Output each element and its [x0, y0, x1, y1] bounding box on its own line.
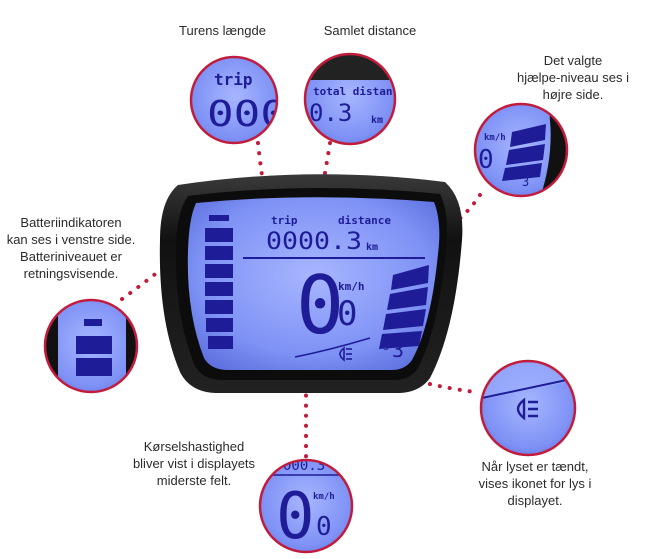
lcd-assist-level: 3	[392, 338, 404, 362]
zoom-assist-unit: km/h	[484, 133, 506, 143]
callout-battery-line-2: kan ses i venstre side.	[6, 232, 136, 247]
callout-battery: Batteriindikatoren kan ses i venstre sid…	[0, 214, 142, 282]
lcd-speed-decimal: 0	[337, 294, 357, 334]
lcd-odometer: 0000.3	[266, 227, 362, 255]
zoom-speed-unit: km/h	[313, 492, 335, 502]
callout-assist-line-1: Det valgte	[543, 53, 603, 68]
assist-bar	[387, 287, 428, 310]
callout-speed: Kørselshastighed bliver vist i displayet…	[118, 438, 270, 489]
battery-indicator	[205, 215, 233, 349]
callout-assist-level: Det valgte hjælpe-niveau ses i højre sid…	[498, 52, 646, 103]
zoom-speed-decimal: 0	[316, 512, 332, 542]
callout-light: Når lyset er tændt, vises ikonet for lys…	[460, 458, 610, 509]
lcd-screen	[187, 197, 440, 370]
zoom-speed-value: 0	[276, 480, 315, 554]
lcd-trip-label: trip	[271, 214, 298, 227]
battery-bar	[205, 282, 233, 296]
callout-battery-line-3: Batteriniveauet er	[20, 249, 122, 264]
assist-bar	[391, 265, 429, 290]
lcd-odometer-unit: km	[366, 242, 378, 253]
zoom-total-unit: km	[371, 115, 383, 126]
callout-battery-line-1: Batteriindikatoren	[20, 215, 122, 230]
zoom-headlight-icon	[516, 397, 538, 421]
battery-bar	[205, 264, 233, 278]
zoom-assist-value: 0	[478, 145, 494, 175]
callout-battery-line-4: retningsvisende.	[23, 266, 119, 281]
callout-light-line-1: Når lyset er tændt,	[481, 459, 589, 474]
zoom-light-circle	[479, 359, 577, 457]
zoom-battery-circle	[43, 298, 139, 394]
battery-bar	[206, 318, 233, 332]
lcd-assist-prefix: S	[383, 342, 389, 353]
zoom-battery-bar	[76, 358, 112, 376]
zoom-assist-bar	[506, 144, 545, 165]
zoom-speed-circle: 000.3 0 0 km/h	[258, 458, 354, 554]
headlight-icon	[339, 346, 352, 362]
assist-bar	[383, 309, 426, 330]
zoom-total-label: total distance	[313, 85, 406, 98]
callout-total-distance-text: Samlet distance	[323, 23, 417, 38]
callout-speed-line-3: miderste felt.	[156, 473, 232, 488]
zoom-total-value: 0.3	[309, 99, 352, 127]
battery-bar	[205, 246, 233, 260]
zoom-total-circle: total distance 0.3 km	[303, 52, 406, 146]
zoom-assist-level: 3	[522, 175, 529, 189]
zoom-battery-cap	[84, 319, 102, 326]
zoom-battery-bar	[76, 336, 112, 354]
callout-light-line-2: vises ikonet for lys i	[478, 476, 592, 491]
lcd-distance-label: distance	[338, 214, 391, 227]
assist-bar	[379, 331, 422, 349]
lcd-speed-value: 0	[296, 259, 344, 352]
zoom-trip-label: trip	[214, 70, 253, 89]
callout-speed-line-2: bliver vist i displayets	[132, 456, 256, 471]
callout-trip-length: Turens længde	[160, 22, 285, 39]
battery-bar	[208, 336, 233, 349]
assist-level-bars	[379, 265, 429, 349]
callout-light-line-3: displayet.	[507, 493, 563, 508]
zoom-assist-bar	[510, 124, 546, 147]
callout-total-distance: Samlet distance	[305, 22, 435, 39]
lcd-light-line	[294, 337, 371, 358]
battery-bar	[205, 228, 233, 242]
callout-assist-line-2: hjælpe-niveau ses i	[516, 70, 629, 85]
callout-speed-line-1: Kørselshastighed	[143, 439, 245, 454]
lcd-speed-unit: km/h	[338, 280, 365, 293]
zoom-speed-top: 000.3	[283, 458, 325, 474]
battery-cap	[209, 215, 229, 221]
zoom-assist-bar	[502, 163, 542, 181]
callout-trip-length-text: Turens længde	[179, 23, 266, 38]
callout-assist-line-3: højre side.	[542, 87, 604, 102]
battery-bar	[205, 300, 233, 314]
zoom-trip-circle: trip 000	[189, 55, 279, 145]
zoom-assist-circle: km/h 0 3	[473, 102, 569, 198]
